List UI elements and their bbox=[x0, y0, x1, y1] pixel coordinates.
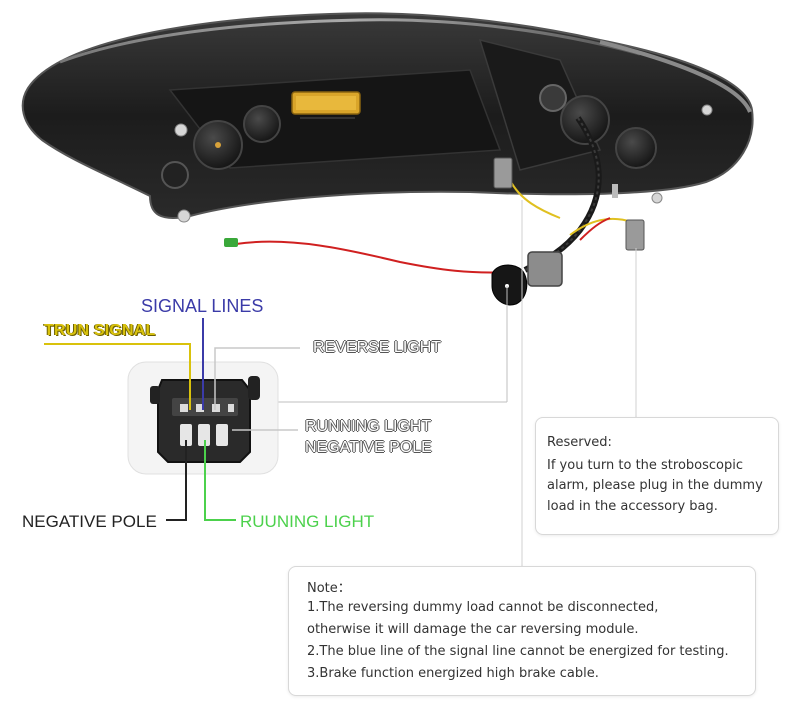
note-line: 2.The blue line of the signal line canno… bbox=[307, 644, 729, 659]
signal-lines-label: SIGNAL LINES bbox=[141, 296, 264, 316]
reverse-light-label: REVERSE LIGHT bbox=[313, 339, 442, 356]
negative-pole-label: NEGATIVE POLE bbox=[22, 512, 157, 531]
running-light-label: RUUNING LIGHT bbox=[240, 512, 375, 531]
note-line: 3.Brake function energized high brake ca… bbox=[307, 666, 599, 681]
reserved-line: If you turn to the stroboscopic bbox=[547, 458, 744, 473]
reserved-line: alarm, please plug in the dummy bbox=[547, 478, 763, 493]
reserved-title: Reserved: bbox=[547, 435, 612, 450]
note-line: 1.The reversing dummy load cannot be dis… bbox=[307, 600, 659, 615]
reserved-info-box: Reserved: If you turn to the stroboscopi… bbox=[535, 417, 779, 535]
turn-signal-label: TRUN SIGNAL bbox=[44, 322, 156, 339]
note-line: otherwise it will damage the car reversi… bbox=[307, 622, 639, 637]
reserved-line: load in the accessory bag. bbox=[547, 499, 718, 514]
negative-pole-line: NEGATIVE POLE bbox=[305, 439, 432, 456]
note-box: Note： 1.The reversing dummy load cannot … bbox=[288, 566, 756, 696]
running-light-negative-pole-label: RUNNING LIGHT NEGATIVE POLE bbox=[305, 416, 432, 458]
note-title: Note： bbox=[307, 581, 351, 596]
running-light-line: RUNNING LIGHT bbox=[305, 418, 432, 435]
